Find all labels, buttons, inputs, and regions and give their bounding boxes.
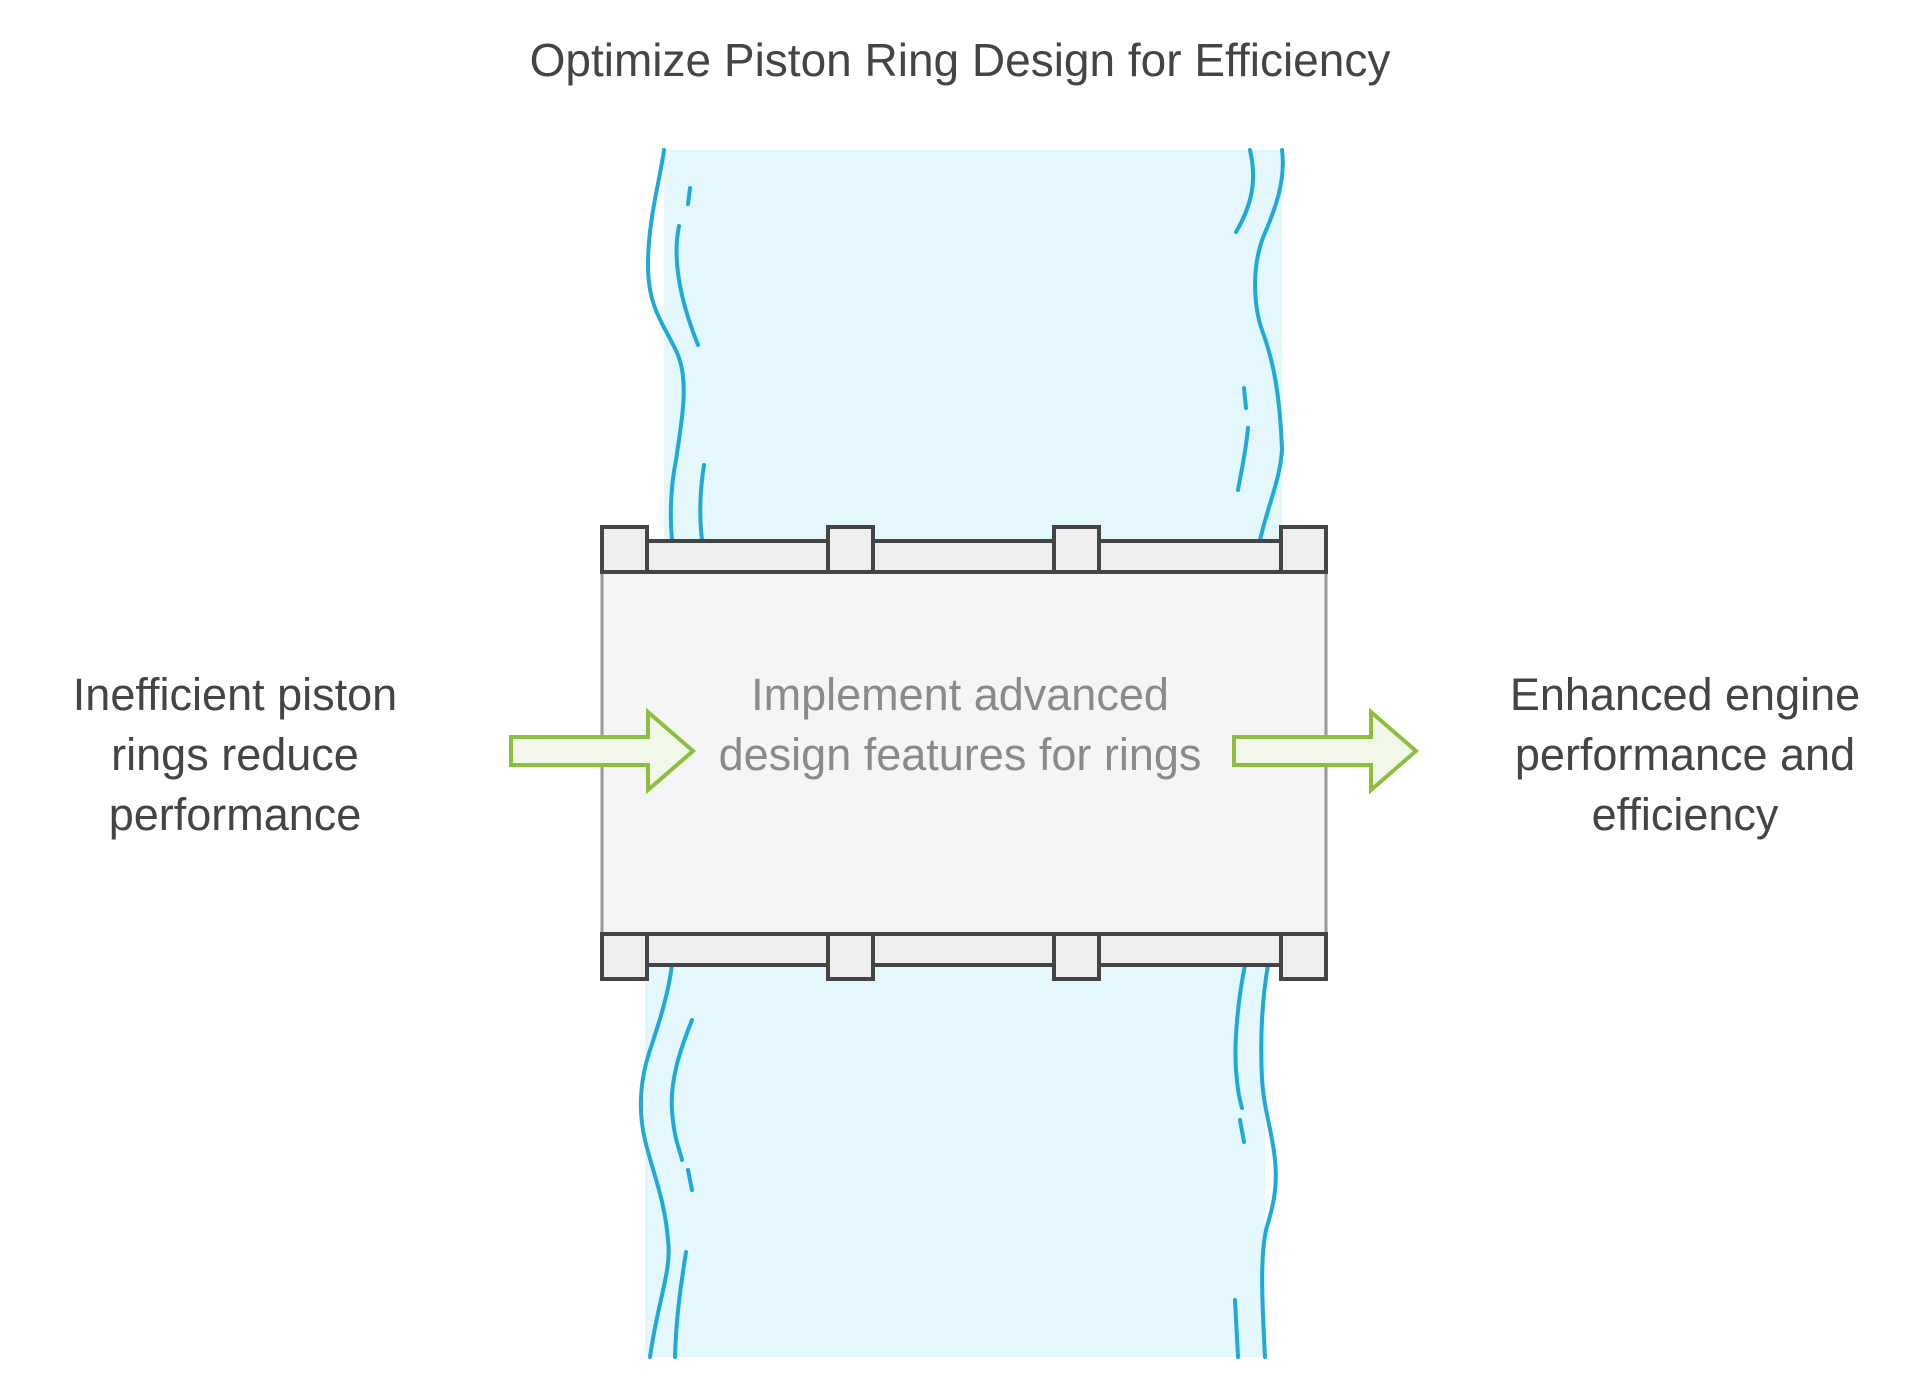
dam-top-band bbox=[600, 525, 1328, 574]
dam-top-post bbox=[1279, 525, 1328, 574]
dam-top-post bbox=[826, 525, 875, 574]
stream-lower-left-bank bbox=[638, 963, 694, 1359]
right-arrow-icon bbox=[1232, 707, 1420, 795]
input-label: Inefficient piston rings reduce performa… bbox=[72, 669, 398, 840]
dam-bottom-post bbox=[1052, 932, 1101, 981]
dam-bottom-post bbox=[826, 932, 875, 981]
dam-bottom-post bbox=[600, 932, 649, 981]
dam-top-post bbox=[600, 525, 649, 574]
dam-bottom-band bbox=[600, 932, 1328, 981]
page-title: Optimize Piston Ring Design for Efficien… bbox=[529, 34, 1391, 86]
stream-lower bbox=[645, 965, 1265, 1357]
stream-lower-right-bank bbox=[1233, 963, 1278, 1359]
dam-top-post bbox=[1052, 525, 1101, 574]
process-label: Implement advanced design features for r… bbox=[718, 669, 1202, 780]
dam-bottom-post bbox=[1279, 932, 1328, 981]
output-label: Enhanced engine performance and efficien… bbox=[1509, 669, 1861, 840]
stream-upper-right-bank bbox=[1234, 148, 1285, 542]
right-arrow-icon bbox=[509, 707, 697, 795]
stream-upper-left-bank bbox=[645, 148, 706, 542]
stream-upper bbox=[664, 150, 1282, 540]
